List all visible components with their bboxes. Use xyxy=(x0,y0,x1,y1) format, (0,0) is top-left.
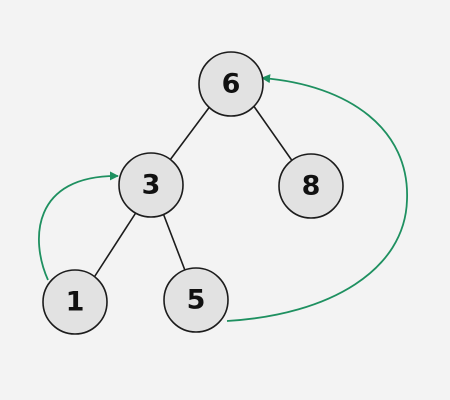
node-label: 1 xyxy=(66,287,85,318)
thread-arrow-1-to-3 xyxy=(38,171,119,281)
node-label: 6 xyxy=(222,69,241,100)
node-circle xyxy=(278,153,344,219)
node-label: 5 xyxy=(187,285,206,316)
edge-6-3 xyxy=(169,104,212,161)
node-label: 3 xyxy=(142,170,161,201)
node-circle xyxy=(42,269,108,335)
tree-node-5: 5 xyxy=(163,267,229,333)
edge-6-8 xyxy=(252,104,294,163)
tree-node-8: 8 xyxy=(278,153,344,219)
node-label: 8 xyxy=(302,171,321,202)
tree-node-6: 6 xyxy=(198,51,264,117)
node-circle xyxy=(118,152,184,218)
tree-node-1: 1 xyxy=(42,269,108,335)
node-circle xyxy=(198,51,264,117)
edge-3-1 xyxy=(92,210,138,280)
edge-3-5 xyxy=(162,212,187,274)
tree-node-3: 3 xyxy=(118,152,184,218)
thread-arrow-5-to-6 xyxy=(226,74,408,322)
node-circle xyxy=(163,267,229,333)
